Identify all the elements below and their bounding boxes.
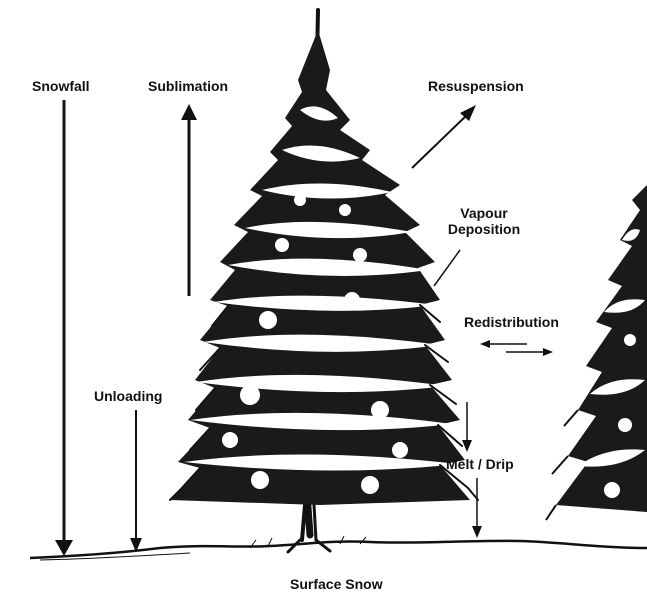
right-tree <box>546 185 647 520</box>
vapour-deposition-pointer <box>434 250 460 286</box>
label-unloading: Unloading <box>94 388 162 404</box>
label-melt-drip: Melt / Drip <box>446 456 514 472</box>
label-sublimation: Sublimation <box>148 78 228 94</box>
resuspension-arrow <box>412 114 468 168</box>
label-resuspension: Resuspension <box>428 78 524 94</box>
label-vapour-deposition: Vapour Deposition <box>436 205 532 237</box>
label-vapour-line1: Vapour <box>436 205 532 221</box>
label-vapour-line2: Deposition <box>436 221 532 237</box>
label-redistribution: Redistribution <box>464 314 559 330</box>
label-snowfall: Snowfall <box>32 78 90 94</box>
label-surface-snow: Surface Snow <box>290 576 383 592</box>
ground-line <box>30 541 647 558</box>
